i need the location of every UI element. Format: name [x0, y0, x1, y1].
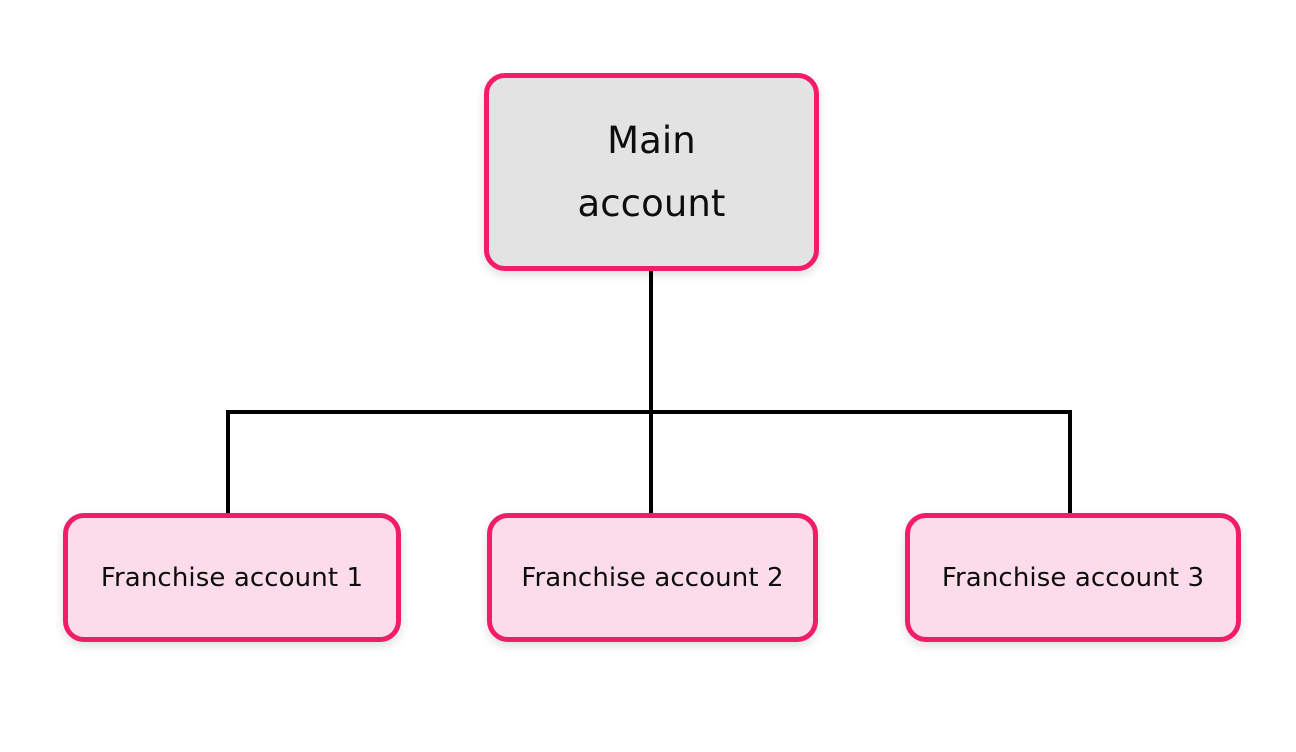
node-main-account-label-line-1: Main — [607, 119, 696, 162]
node-franchise-account-1[interactable]: Franchise account 1 — [63, 513, 401, 642]
node-franchise-account-3[interactable]: Franchise account 3 — [905, 513, 1241, 642]
node-franchise-account-2[interactable]: Franchise account 2 — [487, 513, 818, 642]
node-franchise-account-3-label: Franchise account 3 — [941, 562, 1205, 593]
node-main-account-label: Main account — [489, 109, 814, 235]
node-franchise-account-1-label: Franchise account 1 — [100, 562, 364, 593]
node-main-account[interactable]: Main account — [484, 73, 819, 271]
node-franchise-account-2-label: Franchise account 2 — [521, 562, 784, 593]
node-main-account-label-line-2: account — [577, 182, 726, 225]
